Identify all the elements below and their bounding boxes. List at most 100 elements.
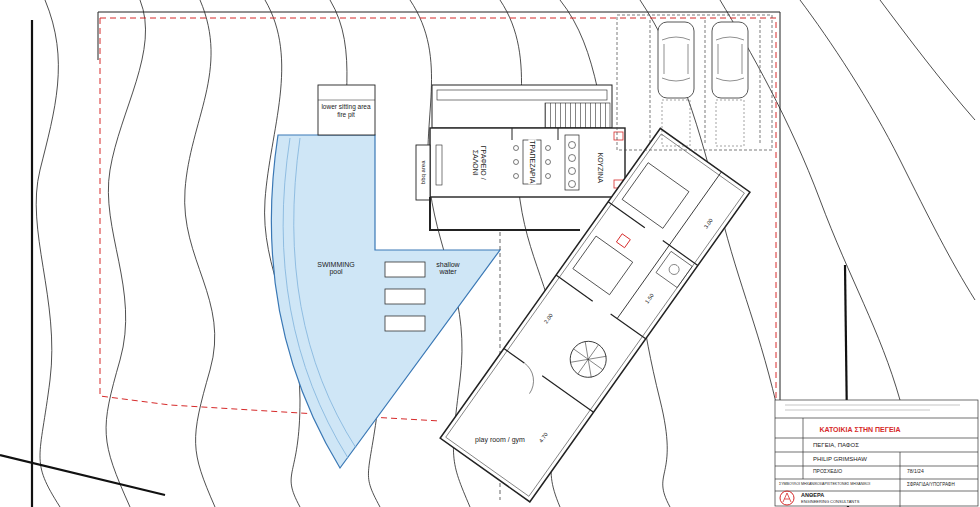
swimming-pool-part — [385, 316, 425, 331]
room-name: lower sitting area — [320, 103, 371, 110]
dimension: 3.00 — [703, 217, 715, 231]
title-block-part — [780, 491, 794, 505]
title-block-part — [775, 400, 978, 506]
bedroom-wing-part — [563, 334, 613, 384]
main-house-part — [614, 132, 623, 140]
drawing-number: 78/1/24 — [906, 469, 925, 474]
main-house-part — [430, 128, 625, 197]
bedroom-wing-part — [440, 128, 750, 501]
main-house-part — [514, 174, 519, 179]
stamp-field: ΣΦΡΑΓΙΔΑ/ΥΠΟΓΡΑΦΗ — [906, 483, 956, 488]
plot-boundary-part — [98, 12, 99, 60]
parking-part — [662, 37, 690, 81]
plot-boundary — [0, 12, 848, 507]
parking-part — [662, 100, 690, 146]
bedroom-wing-part — [512, 363, 543, 394]
contour-lines-part — [800, 0, 975, 300]
title-block — [775, 400, 978, 507]
room-name: ΚΟΥΖΙΝΑ — [596, 152, 604, 184]
sitting-area: lower sitting areafire pit — [318, 102, 374, 119]
contour-lines-part — [185, 0, 215, 507]
project-location: ΠΕΓΕΙΑ, ΠΑΦΟΣ — [812, 442, 860, 448]
contour-lines-part — [36, 0, 60, 507]
bedroom-wing-part — [616, 234, 630, 248]
main-house-part — [416, 145, 430, 200]
swimming-pool-part — [385, 262, 425, 277]
title-block-part — [783, 493, 791, 502]
dimension: 4.70 — [538, 431, 550, 445]
bedroom-wing-part — [608, 202, 698, 266]
terrace-stairs-part — [437, 90, 607, 100]
sitting-area — [318, 85, 375, 135]
bedroom-wing-part — [656, 251, 692, 287]
project-title: ΚΑΤΟΙΚΙΑ ΣΤΗΝ ΠΕΓΕΙΑ — [818, 426, 901, 433]
room-name: shallow water — [427, 261, 469, 276]
room-name: bbq area — [420, 159, 427, 185]
bedroom-wing — [440, 128, 750, 501]
room-name: fire pit — [336, 111, 356, 118]
room-name: play room / gym — [474, 436, 526, 444]
room-name: ΓΡΑΦΕΙΟ / ΣΑΛΟΝΙ — [471, 137, 486, 187]
parking-part — [716, 100, 744, 146]
sitting-area-part — [318, 100, 375, 101]
terrace-stairs-part — [545, 103, 610, 128]
title-block-part — [785, 405, 960, 410]
main-house-part — [523, 140, 541, 184]
parking-part — [650, 20, 760, 145]
plot-boundary-part — [0, 455, 165, 495]
main-house-part — [430, 197, 580, 230]
room-label: bbq area — [419, 158, 428, 186]
main-house-part — [569, 181, 576, 188]
terrace-stairs — [432, 85, 612, 128]
main-house-part — [569, 168, 576, 175]
pool-area: SWIMMING pool — [309, 260, 363, 277]
room-name: SWIMMING pool — [309, 261, 363, 276]
main-house-part — [546, 160, 551, 165]
bedroom-wing-part — [667, 263, 681, 277]
contour-lines-part — [880, 0, 975, 120]
bedroom-wing-part — [446, 134, 745, 496]
main-house-part — [436, 145, 442, 185]
main-house-part — [514, 160, 519, 165]
swimming-pool-part — [385, 289, 425, 304]
contour-lines-part — [106, 0, 145, 507]
terrace-stairs-part — [432, 85, 612, 128]
parking-part — [712, 22, 748, 98]
parking — [617, 15, 772, 150]
bedroom-wing-part — [617, 172, 721, 319]
swimming-pool-part — [283, 138, 348, 458]
contour-lines — [36, 0, 975, 507]
main-house-part — [565, 135, 579, 190]
main-house-part — [569, 142, 576, 149]
main-house-part — [514, 146, 519, 151]
sitting-area-part — [318, 85, 375, 135]
room-label: play room / gym — [472, 435, 528, 445]
drawing-stage: ΠΡΟΣΧΕΔΙΟ — [812, 469, 843, 474]
client-name: PHILIP GRIMSHAW — [812, 456, 868, 462]
room-name: ΤΡΑΠΕΖΑΡΙΑ — [528, 139, 536, 184]
main-house-part — [512, 128, 513, 140]
dimension: 2.00 — [543, 312, 555, 326]
main-house-part — [546, 174, 551, 179]
dimension: 1.50 — [644, 292, 656, 306]
swimming-pool-part — [294, 138, 356, 448]
bedroom-wing-part — [573, 236, 633, 295]
firm-tagline: ENGINEERING CONSULTANTS — [800, 500, 860, 504]
firm-role: ΣΥΜΒΟΥΛΟΙ ΜΗΧΑΝΙΚΟΙ/ΑΡΧΙΤΕΚΤΟΝΕΣ ΜΗΧΑΝΙΚ… — [778, 483, 871, 487]
parking-part — [658, 22, 694, 98]
main-house-part — [558, 128, 559, 140]
main-house-part — [569, 155, 576, 162]
shallow-area: shallow water — [427, 260, 469, 277]
firm-name: ΑΝΘΕΡΑ — [800, 493, 825, 499]
room-label: ΚΟΥΖΙΝΑ — [595, 151, 605, 185]
main-house-part — [546, 146, 551, 151]
room-label: ΤΡΑΠΕΖΑΡΙΑ — [527, 138, 537, 185]
parking-part — [617, 15, 772, 150]
bedroom-wing-part — [622, 163, 689, 229]
title-block-part — [775, 418, 978, 491]
parking-part — [716, 37, 744, 81]
bedroom-wing-part — [556, 275, 646, 339]
room-label: ΓΡΑΦΕΙΟ / ΣΑΛΟΝΙ — [470, 137, 487, 187]
bedroom-wing-part — [563, 334, 613, 384]
bedroom-wing-part — [504, 348, 594, 412]
